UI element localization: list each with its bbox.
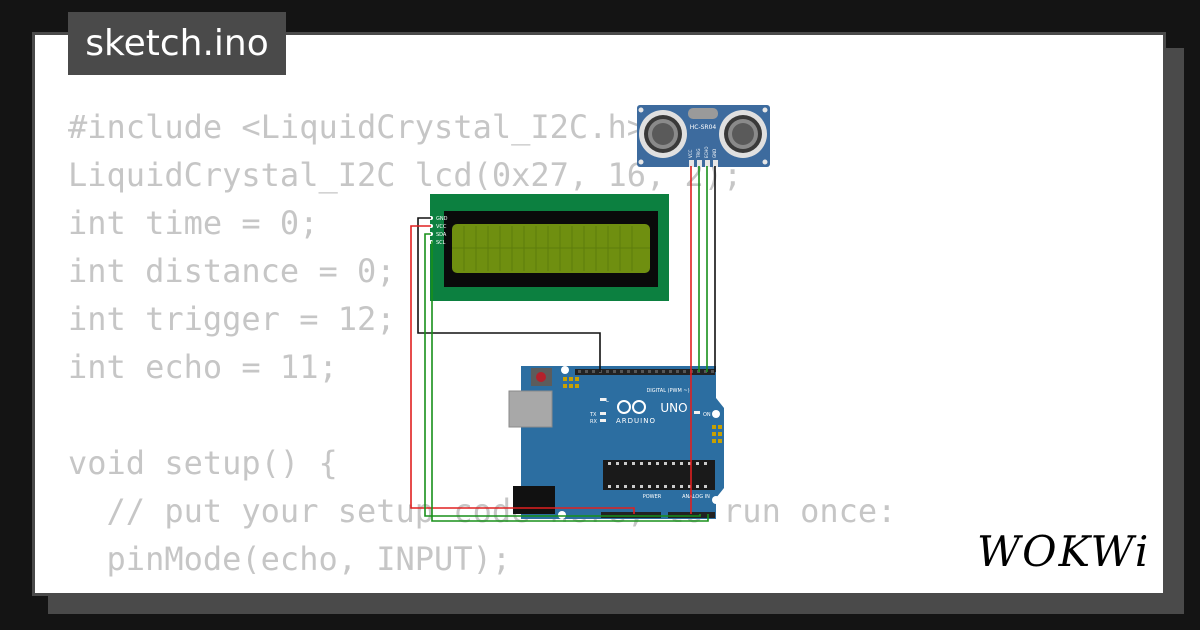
lcd-char-grid <box>452 226 650 271</box>
reset-button[interactable] <box>536 372 546 382</box>
lcd-pin-label: GND <box>436 216 448 222</box>
wokwi-logo: WOKWi <box>977 527 1151 576</box>
sensor-crystal <box>688 108 718 119</box>
power-header-label: POWER <box>643 494 662 500</box>
code-line: #include <LiquidCrystal_I2C.h> <box>68 108 646 146</box>
sensor-pin-label: TRIG <box>696 148 701 159</box>
analog-header-label: ANALOG IN <box>682 494 710 500</box>
code-line: pinMode(trigger, OUTPUT); <box>68 583 896 593</box>
sensor-pin-label: GND <box>712 149 717 158</box>
sensor-pin[interactable] <box>689 160 694 167</box>
usb-port <box>508 390 553 428</box>
board-model-label: UNO <box>660 401 687 415</box>
wire-lcd-vcc[interactable] <box>410 225 635 514</box>
power-jack <box>513 486 555 514</box>
sensor-pin-label: VCC <box>688 149 693 158</box>
code-line: int distance = 0; <box>68 252 396 290</box>
arduino-uno-board[interactable]: DIGITAL (PWM ~) L TX RX ON UNO ARDUINO <box>508 366 724 519</box>
led-label-l: L <box>606 398 609 404</box>
lcd-pin-label: VCC <box>436 224 447 230</box>
lcd-module[interactable]: GND VCC SDA SCL <box>429 194 669 301</box>
analog-header[interactable] <box>668 512 715 518</box>
transducer-right <box>719 110 767 158</box>
wire-lcd-scl[interactable] <box>431 241 709 522</box>
lcd-pin-label: SDA <box>436 232 447 238</box>
file-name: sketch.ino <box>85 23 269 64</box>
wire-lcd-sda[interactable] <box>424 233 701 517</box>
code-editor: #include <LiquidCrystal_I2C.h>LiquidCrys… <box>68 103 896 593</box>
code-line: int echo = 11; <box>68 348 338 386</box>
on-label: ON <box>703 412 711 418</box>
sensor-model-label: HC-SR04 <box>690 124 717 131</box>
code-card: #include <LiquidCrystal_I2C.h>LiquidCrys… <box>32 32 1166 596</box>
digital-header-label: DIGITAL (PWM ~) <box>646 388 689 394</box>
power-header[interactable] <box>601 512 661 518</box>
code-line: pinMode(echo, INPUT); <box>68 540 512 578</box>
digital-header[interactable] <box>575 369 715 375</box>
sensor-pin[interactable] <box>713 160 718 167</box>
arduino-logo-icon <box>617 400 646 414</box>
file-tab[interactable]: sketch.ino <box>68 12 286 75</box>
code-line: int trigger = 12; <box>68 300 396 338</box>
lcd-pin-label: SCL <box>436 240 446 246</box>
transducer-left <box>639 110 687 158</box>
led-tx <box>600 412 606 415</box>
board-brand-label: ARDUINO <box>616 417 656 425</box>
sensor-pin[interactable] <box>697 160 702 167</box>
code-line: int time = 0; <box>68 204 319 242</box>
led-label-rx: RX <box>590 419 597 425</box>
icsp-header-2 <box>712 425 722 443</box>
icsp-header <box>563 377 579 388</box>
sensor-pin-label: ECHO <box>704 147 709 158</box>
led-label-tx: TX <box>589 412 597 418</box>
led-on <box>694 411 700 414</box>
wires <box>410 166 716 522</box>
sensor-pin[interactable] <box>705 160 710 167</box>
ultrasonic-sensor[interactable]: HC-SR04 VCC TRIG ECHO GND <box>637 105 770 167</box>
led-l <box>600 398 606 401</box>
code-line: void setup() { <box>68 444 338 482</box>
wire-lcd-gnd[interactable] <box>417 217 601 372</box>
led-rx <box>600 419 606 422</box>
